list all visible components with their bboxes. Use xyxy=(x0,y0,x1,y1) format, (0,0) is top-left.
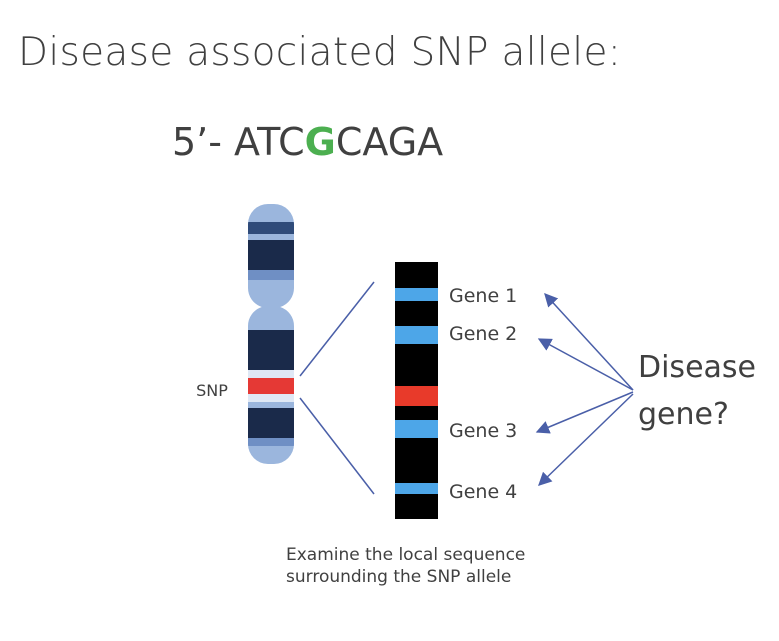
snp-sequence: 5’- ATCGCAGA xyxy=(172,120,443,164)
caption-line-1: Examine the local sequence xyxy=(286,545,526,565)
gene-4-label: Gene 4 xyxy=(449,481,517,503)
chromosome xyxy=(248,204,294,464)
gene-1-band xyxy=(395,288,438,301)
chromosome-band xyxy=(248,408,294,438)
zoom-line-bottom xyxy=(299,397,375,495)
gene-1-label: Gene 1 xyxy=(449,285,517,307)
gene-2-band xyxy=(395,326,438,344)
sequence-suffix: CAGA xyxy=(335,120,444,164)
chromosome-band xyxy=(248,394,294,402)
question-line-2: gene? xyxy=(638,397,729,432)
gene-3-band xyxy=(395,420,438,438)
locus-bar xyxy=(395,262,438,519)
gene-3-label: Gene 3 xyxy=(449,420,517,442)
arrow-to-gene-3 xyxy=(535,391,634,434)
snp-label: SNP xyxy=(196,381,228,400)
sequence-snp-base: G xyxy=(304,120,336,164)
caption-line-2: surrounding the SNP allele xyxy=(286,567,512,587)
arrow-to-gene-2 xyxy=(537,338,634,391)
chromosome-band xyxy=(248,270,294,280)
zoom-line-top xyxy=(299,281,375,377)
gene-4-band xyxy=(395,483,438,494)
gene-2-label: Gene 2 xyxy=(449,323,517,345)
arrow-to-gene-1 xyxy=(544,293,634,391)
caption: Examine the local sequence surrounding t… xyxy=(286,544,525,588)
chromosome-snp-band xyxy=(248,378,294,394)
locus-snp-band xyxy=(395,386,438,406)
sequence-prefix: 5’- ATC xyxy=(172,120,305,164)
chromosome-band xyxy=(248,222,294,234)
slide-title: Disease associated SNP allele: xyxy=(18,30,622,75)
arrows xyxy=(535,293,634,486)
arrow-to-gene-4 xyxy=(538,393,634,486)
chromosome-band xyxy=(248,330,294,370)
chromosome-band xyxy=(248,370,294,378)
question-line-1: Disease xyxy=(638,350,756,385)
chromosome-band xyxy=(248,438,294,446)
chromosome-band xyxy=(248,240,294,270)
